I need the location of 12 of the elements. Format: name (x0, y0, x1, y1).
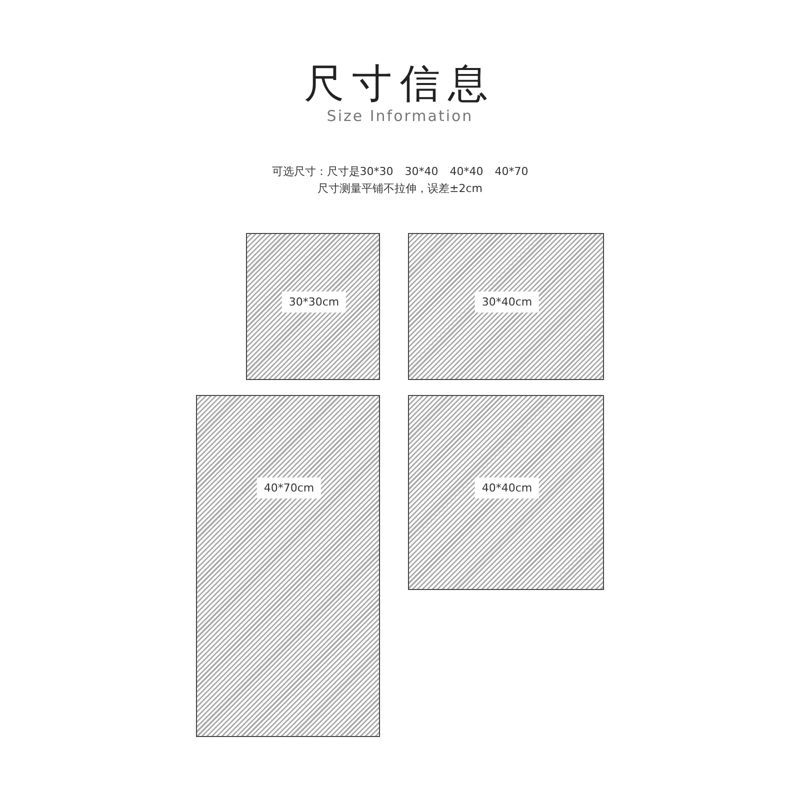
size-label: 30*30cm (282, 292, 346, 312)
subtitle: Size Information (326, 107, 474, 125)
note-text: 尺寸测量平铺不拉伸，误差±2cm (318, 182, 482, 195)
size-label: 40*40cm (474, 478, 540, 498)
size-label: 30*40cm (474, 292, 540, 312)
title: 尺寸信息 (304, 61, 496, 107)
size-rectangle (408, 233, 604, 380)
size-rectangle (196, 395, 380, 737)
size-label: 40*70cm (256, 478, 322, 498)
note-text: 可选尺寸：尺寸是30*30 30*40 40*40 40*70 (272, 165, 528, 178)
size-rectangle (408, 395, 604, 590)
size-rectangle (246, 233, 380, 380)
